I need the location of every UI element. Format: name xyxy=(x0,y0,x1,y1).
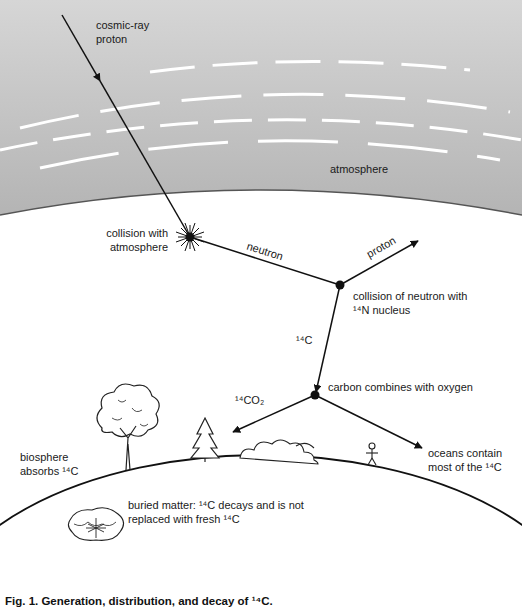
molecule-label: ¹⁴CO₂ xyxy=(235,393,275,407)
stick-person xyxy=(366,443,378,465)
region-label: biosphere absorbs ¹⁴C xyxy=(20,450,90,478)
event-label: collision of neutron with ¹⁴N nucleus xyxy=(353,289,471,317)
isotope-label: ¹⁴C xyxy=(296,333,320,347)
ray-label: cosmic-ray proton xyxy=(96,18,166,46)
bushes xyxy=(240,440,318,464)
region-label: atmosphere xyxy=(330,162,410,176)
tree xyxy=(97,384,159,470)
pine-tree xyxy=(191,418,219,462)
note-label: buried matter: ¹⁴C decays and is not rep… xyxy=(128,498,306,526)
atmosphere-band xyxy=(0,0,522,215)
event-label: collision with atmosphere xyxy=(52,226,168,254)
event-label: carbon combines with oxygen xyxy=(328,380,498,394)
particle-label: proton xyxy=(359,231,402,264)
atmosphere-streaks xyxy=(0,61,522,168)
figure-caption: Fig. 1. Generation, distribution, and de… xyxy=(5,594,273,608)
region-label: oceans contain most of the ¹⁴C xyxy=(428,446,516,474)
buried-matter xyxy=(68,508,123,541)
